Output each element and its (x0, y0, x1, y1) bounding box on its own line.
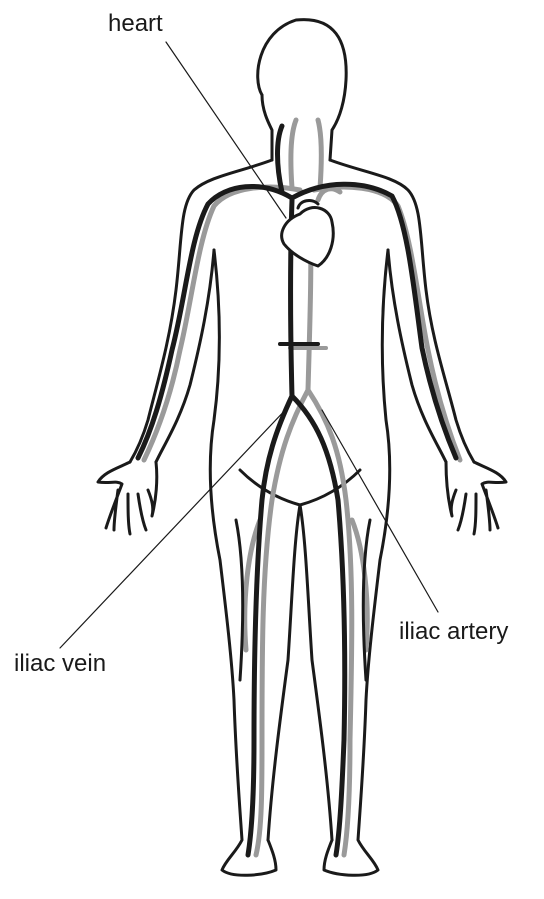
body-outline (98, 20, 506, 876)
label-iliac-artery: iliac artery (399, 620, 508, 644)
label-heart: heart (108, 12, 163, 36)
label-iliac-vein: iliac vein (14, 652, 106, 676)
